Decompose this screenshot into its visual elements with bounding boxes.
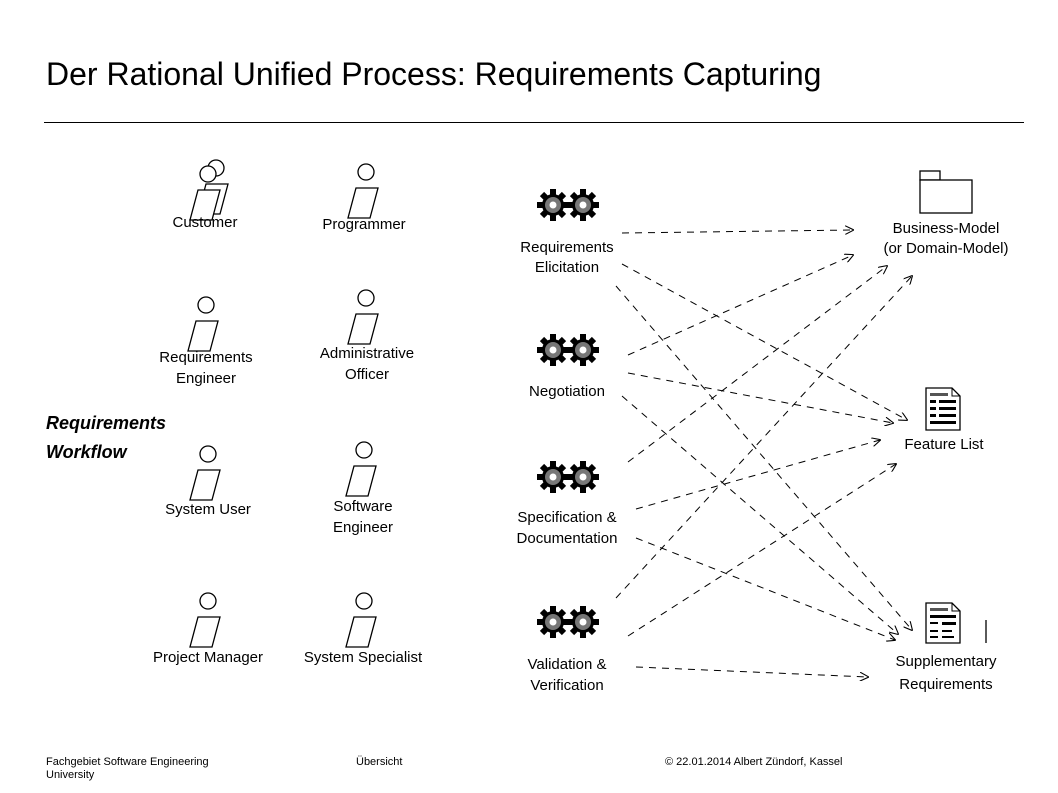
svg-text:Elicitation: Elicitation — [535, 259, 599, 276]
svg-text:Business-Model: Business-Model — [893, 220, 1000, 237]
activity-requirements-elicitation: Requirements Elicitation — [520, 189, 614, 276]
document-icon — [925, 602, 961, 644]
svg-text:(or Domain-Model): (or Domain-Model) — [883, 240, 1008, 257]
arrow-validation-business — [615, 276, 912, 599]
actor-icon — [189, 445, 221, 501]
package-icon — [919, 170, 973, 214]
gears-icon — [537, 606, 599, 638]
role-requirements-engineer: Requirements Engineer — [159, 296, 253, 387]
svg-text:Software: Software — [333, 498, 392, 515]
arrow-negotiation-feature — [627, 372, 893, 423]
arrow-elicitation-feature — [621, 263, 907, 420]
customer-group-icon — [189, 159, 229, 221]
svg-text:Customer: Customer — [172, 214, 237, 231]
activity-specification-documentation: Specification & Documentation — [517, 461, 618, 547]
artifact-business-model: Business-Model (or Domain-Model) — [883, 170, 1009, 257]
title-divider — [44, 122, 1024, 123]
svg-text:Supplementary: Supplementary — [896, 653, 997, 670]
svg-text:Documentation: Documentation — [517, 530, 618, 547]
role-customer: Customer — [172, 159, 238, 231]
arrow-validation-supplementary — [635, 666, 868, 677]
svg-text:Workflow: Workflow — [46, 442, 128, 462]
role-system-specialist: System Specialist — [304, 592, 423, 666]
arrow-elicitation-business — [621, 230, 853, 233]
arrow-specification-supplementary — [635, 537, 895, 640]
svg-text:Engineer: Engineer — [176, 370, 236, 387]
svg-text:Requirements: Requirements — [159, 349, 252, 366]
gears-icon — [537, 461, 599, 493]
footer-university: University — [46, 769, 95, 781]
svg-text:Specification &: Specification & — [517, 509, 616, 526]
svg-text:Officer: Officer — [345, 366, 389, 383]
actor-icon — [189, 592, 221, 648]
svg-text:Feature List: Feature List — [904, 436, 984, 453]
role-programmer: Programmer — [322, 163, 406, 233]
actor-icon — [347, 163, 379, 219]
actor-icon — [347, 289, 379, 345]
svg-text:Requirements: Requirements — [46, 413, 166, 433]
workflow-label: Requirements Workflow — [46, 413, 166, 462]
dependency-arrows — [615, 230, 912, 677]
svg-text:Project Manager: Project Manager — [153, 649, 263, 666]
arrow-negotiation-business — [627, 255, 853, 356]
svg-text:Administrative: Administrative — [320, 345, 414, 362]
footer-left: Fachgebiet Software Engineering Universi… — [46, 756, 209, 782]
artifact-feature-list: Feature List — [904, 387, 984, 453]
activity-negotiation: Negotiation — [529, 334, 605, 400]
footer-center: Übersicht — [356, 756, 403, 768]
footer-department: Fachgebiet Software Engineering — [46, 756, 209, 768]
role-system-user: System User — [165, 445, 251, 518]
svg-text:System User: System User — [165, 501, 251, 518]
role-project-manager: Project Manager — [153, 592, 263, 666]
svg-text:Engineer: Engineer — [333, 519, 393, 536]
arrow-specification-feature — [635, 440, 880, 510]
arrow-negotiation-supplementary — [621, 395, 898, 634]
page-title: Der Rational Unified Process: Requiremen… — [46, 56, 822, 92]
gears-icon — [537, 189, 599, 221]
svg-text:Negotiation: Negotiation — [529, 383, 605, 400]
svg-text:Requirements: Requirements — [520, 239, 613, 256]
svg-text:Requirements: Requirements — [899, 676, 992, 693]
footer-copyright: © 22.01.2014 Albert Zündorf, Kassel — [665, 756, 843, 768]
role-software-engineer: Software Engineer — [333, 441, 393, 536]
gears-icon — [537, 334, 599, 366]
actor-icon — [345, 592, 377, 648]
actor-icon — [345, 441, 377, 497]
svg-text:Verification: Verification — [530, 677, 603, 694]
role-administrative-officer: Administrative Officer — [320, 289, 414, 383]
svg-text:System Specialist: System Specialist — [304, 649, 423, 666]
arrow-elicitation-supplementary — [615, 285, 912, 630]
svg-text:Validation &: Validation & — [528, 656, 607, 673]
actor-icon — [187, 296, 219, 352]
document-icon — [925, 387, 961, 431]
artifact-supplementary-requirements: Supplementary Requirements — [896, 602, 997, 693]
arrow-specification-business — [627, 266, 887, 463]
arrow-validation-feature — [627, 464, 896, 637]
svg-text:Programmer: Programmer — [322, 216, 405, 233]
activity-validation-verification: Validation & Verification — [528, 606, 607, 694]
